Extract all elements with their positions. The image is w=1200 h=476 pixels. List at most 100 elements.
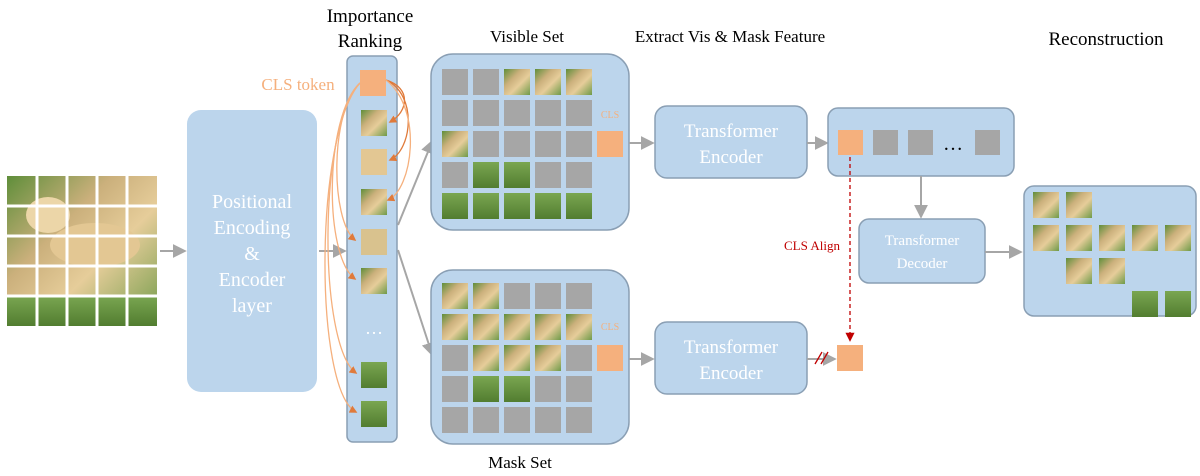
pe-line-5: layer bbox=[232, 295, 272, 317]
positional-encoding-block: Positional Encoding & Encoder layer bbox=[187, 110, 317, 392]
visible-image-patch bbox=[504, 193, 530, 219]
mask-cls-label: CLS bbox=[601, 322, 619, 333]
mask-masked-patch bbox=[473, 407, 499, 433]
visible-feature-tokens: … bbox=[827, 107, 1015, 177]
mask-image-patch bbox=[473, 376, 499, 402]
grass-strip bbox=[7, 296, 157, 326]
visible-masked-patch bbox=[442, 162, 468, 188]
mask-masked-patch bbox=[442, 345, 468, 371]
ranked-patch-1 bbox=[361, 110, 387, 136]
ranking-cls-token bbox=[360, 70, 386, 96]
visible-masked-patch bbox=[566, 162, 592, 188]
recon-image-patch bbox=[1033, 225, 1059, 251]
mask-feature-cls-token bbox=[837, 345, 863, 371]
visible-cls-token bbox=[597, 131, 623, 157]
visible-image-patch bbox=[504, 162, 530, 188]
feature-token-1 bbox=[873, 130, 898, 155]
decoder-box bbox=[858, 218, 986, 284]
input-image bbox=[7, 176, 157, 326]
visible-masked-patch bbox=[442, 69, 468, 95]
importance-ranking-title-1: Importance bbox=[327, 6, 414, 27]
mask-image-patch bbox=[473, 345, 499, 371]
recon-image-patch bbox=[1066, 225, 1092, 251]
stop-gradient-mark-2 bbox=[820, 351, 829, 365]
feature-token-2 bbox=[908, 130, 933, 155]
visible-image-patch bbox=[504, 69, 530, 95]
mask-image-patch bbox=[473, 314, 499, 340]
mask-image-patch bbox=[504, 314, 530, 340]
mask-masked-patch bbox=[535, 283, 561, 309]
visible-masked-patch bbox=[535, 131, 561, 157]
mask-image-patch bbox=[504, 345, 530, 371]
mask-image-patch bbox=[535, 314, 561, 340]
visible-masked-patch bbox=[504, 100, 530, 126]
mask-masked-patch bbox=[504, 407, 530, 433]
feature-ellipsis: … bbox=[943, 133, 963, 155]
ranking-column: … bbox=[346, 55, 398, 443]
dog-head-shape bbox=[26, 197, 70, 233]
input-grid-lines bbox=[7, 176, 157, 326]
visible-masked-patch bbox=[535, 162, 561, 188]
recon-image-patch bbox=[1099, 225, 1125, 251]
pe-line-2: Encoding bbox=[214, 217, 291, 239]
ranked-patch-6 bbox=[361, 362, 387, 388]
encoder-top-line-2: Encoder bbox=[699, 147, 763, 168]
mask-image-patch bbox=[442, 283, 468, 309]
arrow-to-mask-set bbox=[397, 249, 436, 357]
mask-masked-patch bbox=[566, 376, 592, 402]
visible-image-patch bbox=[442, 131, 468, 157]
recon-image-patch bbox=[1066, 192, 1092, 218]
mask-masked-patch bbox=[566, 283, 592, 309]
mask-image-patch bbox=[473, 283, 499, 309]
ranked-patch-4 bbox=[361, 229, 387, 255]
visible-image-patch bbox=[473, 162, 499, 188]
encoder-bottom-block: Transformer Encoder bbox=[654, 321, 808, 395]
recon-image-patch bbox=[1033, 192, 1059, 218]
cls-token-label: CLS token bbox=[261, 75, 335, 94]
ranked-patch-3 bbox=[361, 189, 387, 215]
encoder-bottom-line-2: Encoder bbox=[699, 363, 763, 384]
mask-set-grid bbox=[442, 283, 592, 433]
visible-cls-label: CLS bbox=[601, 110, 619, 121]
pe-line-1: Positional bbox=[212, 191, 292, 213]
reconstruction-title: Reconstruction bbox=[1048, 29, 1164, 50]
pe-line-4: Encoder bbox=[219, 269, 286, 291]
ranked-patch-7 bbox=[361, 401, 387, 427]
encoder-bottom-line-1: Transformer bbox=[684, 337, 779, 358]
visible-image-patch bbox=[473, 193, 499, 219]
ranking-arcs bbox=[324, 79, 412, 413]
visible-masked-patch bbox=[504, 131, 530, 157]
visible-masked-patch bbox=[442, 100, 468, 126]
dog-body-shape bbox=[50, 223, 140, 267]
stop-gradient-mark-1 bbox=[814, 351, 823, 365]
mask-image-patch bbox=[566, 314, 592, 340]
importance-ranking-title-2: Ranking bbox=[338, 31, 403, 52]
cls-align-label: CLS Align bbox=[784, 238, 840, 253]
visible-image-patch bbox=[535, 193, 561, 219]
decoder-line-1: Transformer bbox=[885, 233, 959, 249]
visible-set-grid bbox=[442, 69, 592, 219]
decoder-block: Transformer Decoder bbox=[858, 218, 986, 284]
recon-image-patch bbox=[1066, 258, 1092, 284]
ranked-patch-5 bbox=[361, 268, 387, 294]
visible-set-title: Visible Set bbox=[490, 27, 564, 46]
extract-feature-title: Extract Vis & Mask Feature bbox=[635, 27, 825, 46]
decoder-line-2: Decoder bbox=[897, 256, 948, 272]
feature-cls-token bbox=[838, 130, 863, 155]
visible-image-patch bbox=[566, 193, 592, 219]
mask-masked-patch bbox=[442, 376, 468, 402]
visible-image-patch bbox=[566, 69, 592, 95]
mask-masked-patch bbox=[566, 345, 592, 371]
mask-masked-patch bbox=[566, 407, 592, 433]
visible-image-patch bbox=[535, 69, 561, 95]
mask-image-patch bbox=[535, 345, 561, 371]
mask-set-title: Mask Set bbox=[488, 453, 552, 472]
mask-image-patch bbox=[442, 314, 468, 340]
recon-image-patch bbox=[1132, 291, 1158, 317]
mask-masked-patch bbox=[535, 376, 561, 402]
visible-masked-patch bbox=[473, 69, 499, 95]
reconstruction-grid bbox=[1033, 192, 1191, 317]
visible-masked-patch bbox=[566, 100, 592, 126]
ranking-ellipsis: … bbox=[365, 318, 383, 338]
